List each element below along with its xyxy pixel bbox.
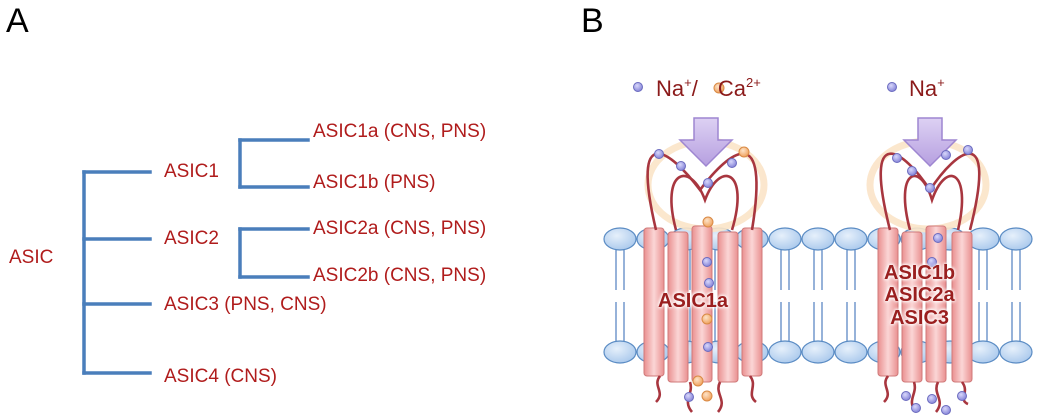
channel-label-asic1a: ASIC1a: [658, 290, 728, 312]
left-flow-arrow: [678, 117, 734, 168]
lipid-head: [999, 340, 1033, 364]
right-ion-na: Na: [909, 76, 938, 101]
lipid-head: [768, 340, 802, 364]
channel-label-line: ASIC2a: [884, 284, 955, 307]
channel-label-heteromer: ASIC1b ASIC2a ASIC3: [884, 262, 955, 329]
lipid-head: [834, 340, 868, 364]
panel-label-a: A: [6, 2, 29, 40]
sodium-ions: [633, 82, 973, 415]
channel-label-line: ASIC3: [890, 306, 950, 329]
lipid-head: [603, 227, 637, 251]
lipid-head: [603, 340, 637, 364]
tree-label-asic3: ASIC3 (PNS, CNS): [164, 294, 327, 315]
left-ion-na: Na: [656, 76, 685, 101]
right-ion-label: Na+: [909, 76, 945, 100]
panel-label-b: B: [581, 2, 604, 40]
channel-label-line: ASIC1a: [658, 290, 729, 312]
tree-label-asic1a: ASIC1a (CNS, PNS): [313, 121, 487, 142]
tree-label-asic2b: ASIC2b (CNS, PNS): [313, 265, 487, 286]
left-ion-separator: /: [691, 76, 698, 101]
tree-label-asic1b: ASIC1b (PNS): [313, 172, 436, 193]
left-ion-ca: Ca: [717, 76, 746, 101]
lipid-head: [801, 340, 835, 364]
tree-root-label: ASIC: [9, 247, 54, 268]
lipid-head: [801, 227, 835, 251]
left-ion-label: Na+/ Ca2+: [656, 76, 761, 100]
channel-asic1a: [643, 152, 763, 413]
left-ion-na-charge: +: [684, 75, 692, 90]
channel-label-line: ASIC1b: [884, 262, 956, 284]
tree-label-asic2a: ASIC2a (CNS, PNS): [313, 218, 487, 239]
tree-label-asic4: ASIC4 (CNS): [164, 366, 277, 387]
tree-label-asic2: ASIC2: [164, 228, 219, 249]
lipid-head: [834, 227, 868, 251]
left-ion-ca-charge: 2+: [745, 75, 761, 90]
tree-label-asic1: ASIC1: [164, 161, 219, 182]
lipid-head: [999, 227, 1033, 251]
lipid-head: [768, 227, 802, 251]
right-ion-na-charge: +: [937, 75, 945, 90]
calcium-ions: [692, 82, 750, 402]
